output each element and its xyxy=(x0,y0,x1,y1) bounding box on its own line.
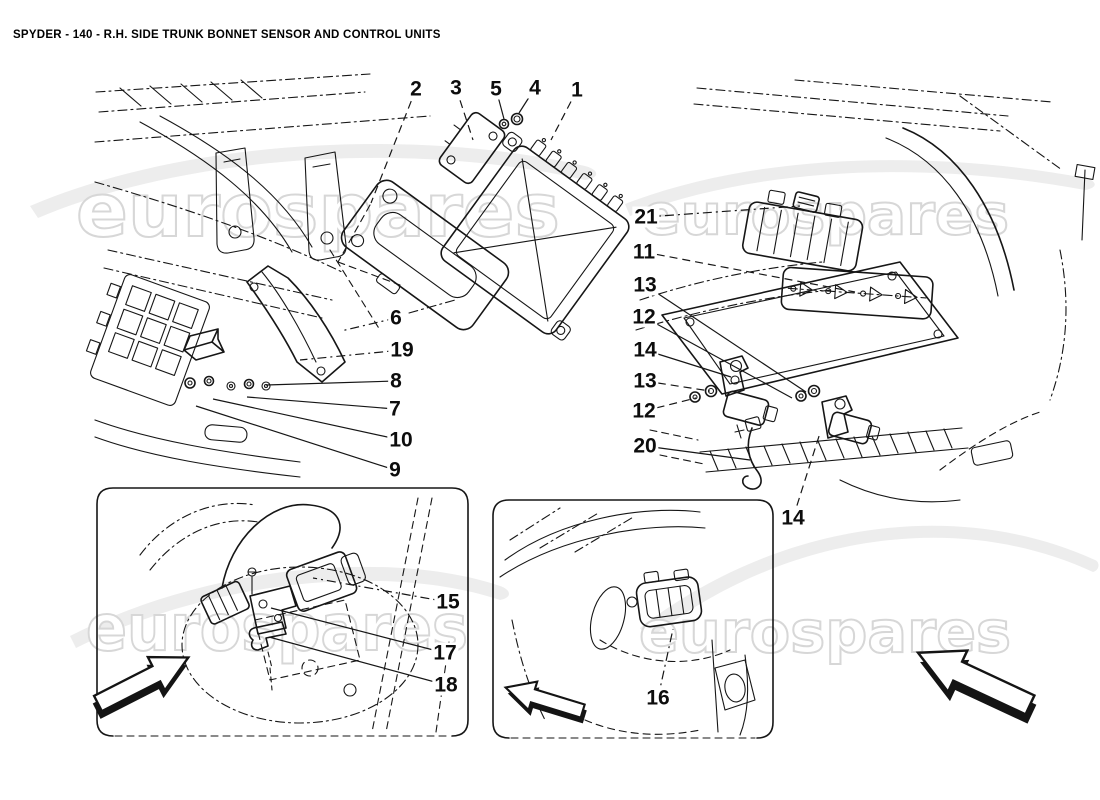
leader-line-19 xyxy=(299,349,403,361)
watermark-text: eurospares xyxy=(641,183,1009,248)
inset-box-sensor-detail xyxy=(92,487,469,737)
callout-14: 14 xyxy=(779,506,807,530)
page-title: SPYDER - 140 - R.H. SIDE TRUNK BONNET SE… xyxy=(13,29,441,41)
leader-line-14 xyxy=(644,349,732,378)
leader-line-20 xyxy=(644,445,751,461)
direction-arrow-icon xyxy=(92,655,191,719)
leader-line-3 xyxy=(455,87,474,141)
callout-10: 10 xyxy=(387,428,415,452)
leader-line-21 xyxy=(645,205,801,218)
callout-19: 19 xyxy=(388,338,416,362)
callout-12: 12 xyxy=(630,399,658,423)
callout-18: 18 xyxy=(432,673,460,697)
callout-4: 4 xyxy=(527,76,543,100)
direction-arrow-icon xyxy=(915,649,1037,724)
callout-5: 5 xyxy=(488,77,504,101)
callout-17: 17 xyxy=(431,641,459,665)
callout-21: 21 xyxy=(632,205,660,229)
leader-line-17 xyxy=(270,607,446,654)
ecu-exploded-view xyxy=(340,111,630,341)
inset-box-latch-sensor-detail xyxy=(492,499,774,739)
callout-16: 16 xyxy=(644,686,672,710)
callout-6: 6 xyxy=(388,306,404,330)
leader-line-16 xyxy=(657,628,674,699)
leader-line-18 xyxy=(268,636,447,686)
trunk-left-structure-drawing xyxy=(85,73,431,478)
leader-line-2 xyxy=(370,88,417,204)
eurospares-watermark: eurospares eurospares eurospares eurospa… xyxy=(75,167,1012,667)
callout-8: 8 xyxy=(388,369,404,393)
leader-line-13 xyxy=(644,284,807,393)
leader-line-13 xyxy=(644,380,711,392)
callout-13: 13 xyxy=(631,273,659,297)
leader-line-14 xyxy=(792,432,821,519)
leader-line-7 xyxy=(246,396,396,410)
leader-line-15 xyxy=(312,577,449,603)
watermark-text: eurospares xyxy=(76,168,560,254)
callout-14: 14 xyxy=(631,338,659,362)
direction-arrow-icon xyxy=(503,680,587,724)
leader-line-12 xyxy=(643,397,697,412)
callout-11: 11 xyxy=(630,240,658,264)
callout-1: 1 xyxy=(569,78,585,102)
leader-line-8 xyxy=(265,380,397,386)
callout-12: 12 xyxy=(630,305,658,329)
callout-2: 2 xyxy=(408,77,424,101)
leader-line-11 xyxy=(643,251,856,293)
callout-7: 7 xyxy=(387,397,403,421)
watermark-text: eurospares xyxy=(86,592,468,666)
leader-line-9 xyxy=(195,405,396,471)
leader-line-10 xyxy=(212,398,402,441)
trunk-right-structure-drawing xyxy=(635,79,1096,503)
leader-line-12 xyxy=(643,316,793,399)
callout-20: 20 xyxy=(631,434,659,458)
callout-15: 15 xyxy=(434,590,462,614)
callout-3: 3 xyxy=(448,76,464,100)
callout-13: 13 xyxy=(631,369,659,393)
leader-line-1 xyxy=(550,89,578,141)
callout-9: 9 xyxy=(387,458,403,482)
